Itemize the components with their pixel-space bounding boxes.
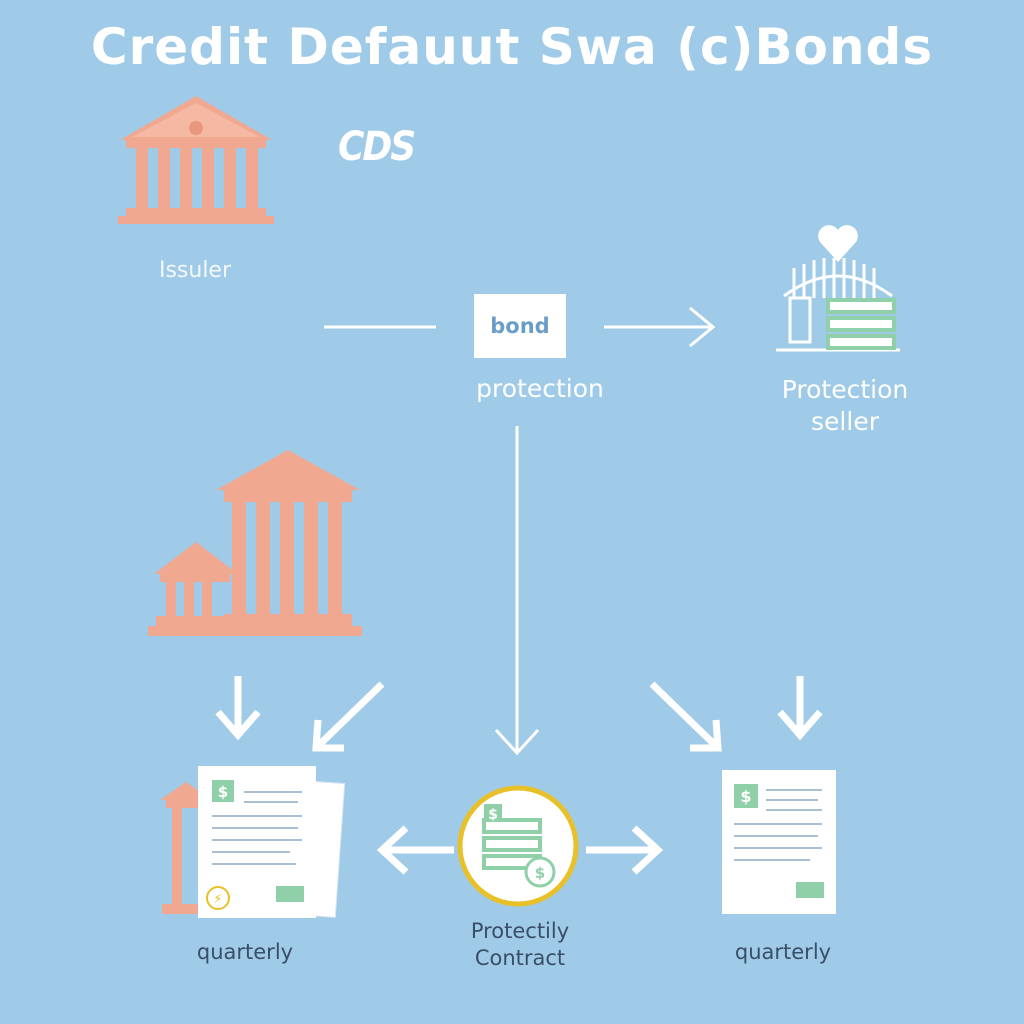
issuer-label: Issuler	[158, 258, 232, 283]
svg-text:$: $	[535, 864, 545, 882]
document-icon: $ ⚡	[198, 766, 346, 918]
svg-text:$: $	[218, 783, 228, 801]
document-icon-right: $	[722, 770, 836, 914]
bank-building-icon	[118, 96, 274, 224]
arrow-down-left-2	[312, 681, 385, 752]
bond-box: bond	[474, 294, 566, 358]
bond-label: bond	[490, 314, 550, 338]
arrow-down-right-1	[649, 681, 722, 752]
money-stack-icon	[826, 298, 896, 350]
svg-text:$: $	[740, 787, 751, 806]
svg-text:$: $	[488, 807, 498, 823]
contract-coin-icon: $ $	[457, 785, 579, 907]
contract-label: Protectily Contract	[440, 918, 600, 972]
page-title: Credit Defauut Swa (c)Bonds	[90, 18, 934, 76]
arrow-down-right-2	[777, 676, 823, 741]
arrow-to-seller	[604, 306, 716, 348]
arrow-left-to-doc	[376, 825, 454, 875]
arrow-down-left-1	[215, 676, 261, 741]
arrow-right-to-doc	[586, 825, 664, 875]
svg-text:⚡: ⚡	[213, 892, 222, 907]
contract-label-line1: Protectily	[470, 919, 570, 943]
cds-logo: CDS	[338, 124, 416, 170]
protection-seller-label: Protection seller	[760, 374, 930, 438]
quarterly-right-label: quarterly	[734, 940, 832, 964]
seller-label-line1: Protection	[781, 375, 909, 404]
protection-label: protection	[476, 374, 604, 403]
seller-label-line2: seller	[811, 407, 879, 436]
contract-label-line2: Contract	[474, 946, 566, 970]
heart-icon	[818, 225, 858, 262]
gear-ornament	[189, 121, 203, 135]
arrow-to-contract	[494, 426, 540, 756]
large-bank-building-icon	[148, 450, 362, 636]
quarterly-left-label: quarterly	[196, 940, 294, 964]
